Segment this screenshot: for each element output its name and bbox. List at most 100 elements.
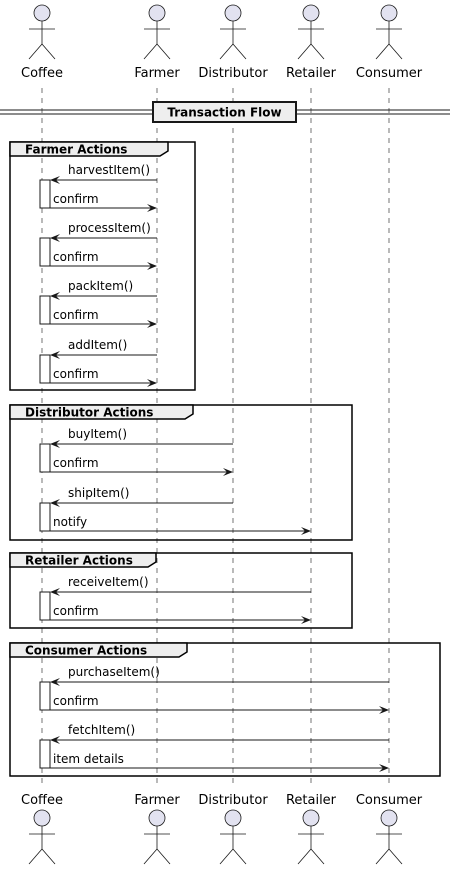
lifelines: [41, 88, 390, 788]
actor-consumer: Consumer: [356, 793, 423, 865]
call-label: packItem(): [68, 279, 133, 293]
reply-label: confirm: [53, 250, 99, 264]
actor-distributor: Distributor: [198, 4, 268, 81]
frame-1: Distributor Actions: [9, 404, 353, 541]
actor-name: Consumer: [356, 793, 423, 808]
activation-bar: [39, 681, 51, 711]
actor-icon: [302, 809, 320, 827]
call-label: receiveItem(): [68, 575, 149, 589]
actor-icon: [148, 809, 166, 827]
activation-bar: [39, 237, 51, 267]
call-label: fetchItem(): [68, 723, 135, 737]
actor-leg-right: [310, 848, 325, 865]
actor-retailer: Retailer: [286, 793, 337, 865]
reply-label: confirm: [53, 367, 99, 381]
actor-leg-left: [297, 43, 312, 60]
actor-leg-left: [28, 848, 43, 865]
reply-label: notify: [53, 515, 87, 529]
reply-label: confirm: [53, 456, 99, 470]
actor-retailer: Retailer: [286, 4, 337, 81]
frame-title: Distributor Actions: [25, 406, 153, 420]
actor-leg-right: [156, 43, 171, 60]
actor-icon: [33, 809, 51, 827]
actor-leg-right: [232, 43, 247, 60]
actor-leg-left: [219, 43, 234, 60]
actor-leg-right: [156, 848, 171, 865]
frame-border: [9, 552, 353, 629]
actor-name: Farmer: [134, 66, 180, 81]
actor-name: Retailer: [286, 66, 337, 81]
actor-leg-left: [375, 43, 390, 60]
actor-farmer: Farmer: [134, 4, 180, 81]
frame-tab: [9, 404, 194, 420]
actor-icon: [224, 809, 242, 827]
activation-bar: [39, 502, 51, 532]
actors-bottom: Coffee Farmer Distributor Retailer Consumer: [21, 793, 423, 865]
call-label: buyItem(): [68, 427, 127, 441]
actor-leg-right: [310, 43, 325, 60]
actors-top: Coffee Farmer Distributor Retailer Consumer: [21, 4, 423, 81]
actor-icon: [302, 4, 320, 22]
call-label: addItem(): [68, 338, 127, 352]
activation-bar: [39, 591, 51, 621]
actor-icon: [33, 4, 51, 22]
actor-leg-left: [375, 848, 390, 865]
activation-bar: [39, 739, 51, 769]
activation-bars: [39, 179, 51, 769]
frame-3: Consumer Actions: [9, 642, 441, 777]
actor-leg-left: [297, 848, 312, 865]
messages: harvestItem() confirm processItem() confirm…: [40, 163, 389, 772]
actor-name: Coffee: [21, 66, 63, 81]
frame-tab: [9, 552, 157, 568]
actor-leg-left: [219, 848, 234, 865]
reply-label: confirm: [53, 308, 99, 322]
actor-name: Distributor: [198, 66, 268, 81]
frame-tab: [9, 642, 188, 658]
actor-name: Consumer: [356, 66, 423, 81]
actor-icon: [224, 4, 242, 22]
actor-coffee: Coffee: [21, 4, 63, 81]
frame-tab: [9, 141, 169, 157]
actor-leg-left: [143, 43, 158, 60]
actor-leg-right: [232, 848, 247, 865]
actor-icon: [148, 4, 166, 22]
actor-name: Coffee: [21, 793, 63, 808]
activation-bar: [39, 295, 51, 325]
actor-leg-right: [41, 848, 56, 865]
frame-2: Retailer Actions: [9, 552, 353, 629]
actor-coffee: Coffee: [21, 793, 63, 865]
reply-label: item details: [53, 752, 124, 766]
reply-label: confirm: [53, 192, 99, 206]
frame-title: Consumer Actions: [25, 644, 147, 658]
call-label: harvestItem(): [68, 163, 150, 177]
actor-icon: [380, 809, 398, 827]
actor-name: Retailer: [286, 793, 337, 808]
call-label: purchaseItem(): [68, 665, 160, 679]
actor-leg-right: [41, 43, 56, 60]
activation-bar: [39, 179, 51, 209]
actor-icon: [380, 4, 398, 22]
actor-name: Distributor: [198, 793, 268, 808]
call-label: processItem(): [68, 221, 151, 235]
actor-distributor: Distributor: [198, 793, 268, 865]
frame-border: [9, 642, 441, 777]
actor-name: Farmer: [134, 793, 180, 808]
reply-label: confirm: [53, 604, 99, 618]
actor-consumer: Consumer: [356, 4, 423, 81]
frame-title: Farmer Actions: [25, 143, 127, 157]
call-label: shipItem(): [68, 486, 130, 500]
actor-farmer: Farmer: [134, 793, 180, 865]
actor-leg-left: [143, 848, 158, 865]
actor-leg-right: [388, 43, 403, 60]
actor-leg-left: [28, 43, 43, 60]
divider-box: [152, 101, 297, 123]
reply-label: confirm: [53, 694, 99, 708]
frame-title: Retailer Actions: [25, 554, 133, 568]
actor-leg-right: [388, 848, 403, 865]
divider-title: Transaction Flow: [167, 106, 281, 120]
section-divider: Transaction Flow: [0, 101, 450, 123]
activation-bar: [39, 443, 51, 473]
activation-bar: [39, 354, 51, 384]
